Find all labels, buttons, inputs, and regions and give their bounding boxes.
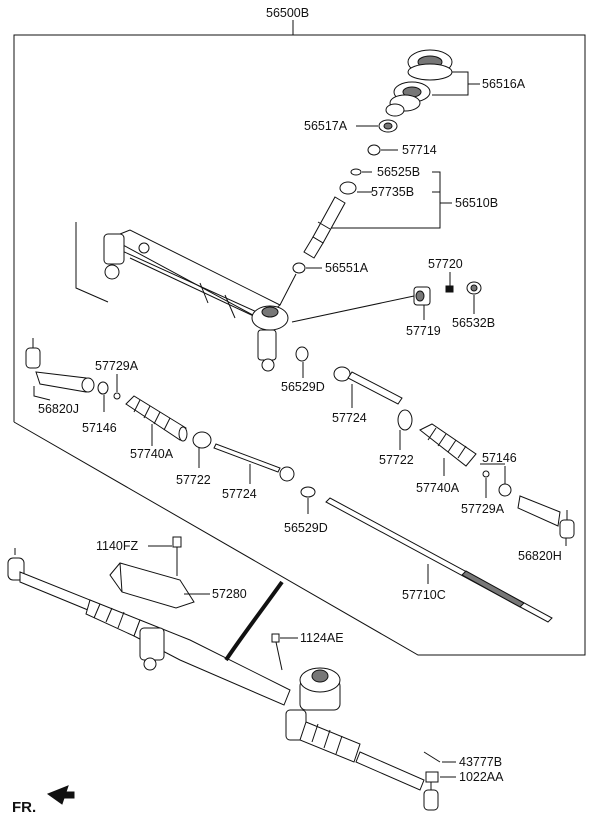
part-57729A-left-clip [113,392,121,400]
part-57720-screw [445,285,454,293]
part-57710C-rack-bar [325,497,553,623]
part-56532B-locknut [466,281,482,295]
part-57280-bracket [109,562,195,609]
part-57719-yoke [413,286,431,306]
label-57735B: 57735B [371,185,414,199]
part-56820H-tie-rod-end [517,495,575,539]
part-57740A-right-boot [419,423,477,467]
label-57729A-right: 57729A [461,502,505,516]
part-56525B-ring [350,168,362,176]
part-1140FZ-bolt [172,536,182,576]
part-57722-right-clamp [397,409,413,431]
exploded-view-frame [13,20,586,656]
label-57729A-left: 57729A [95,359,139,373]
part-lower-rack-assembly [7,548,439,811]
part-57714-nut [367,144,381,156]
label-57714: 57714 [402,143,437,157]
label-57722-right: 57722 [379,453,414,467]
part-1124AE-bolt [271,633,283,671]
front-direction-arrow-icon [46,785,75,805]
part-1022AA-nut [425,771,439,783]
label-57146-left: 57146 [82,421,117,435]
part-57724-upper-inner-tie-rod [333,366,403,405]
part-56529D-upper-ring [295,346,309,362]
label-57146-right: 57146 [482,451,517,465]
part-57729A-right-clip [482,470,490,478]
part-56517A-bushing [378,119,398,133]
part-57735B-bearing [339,181,357,195]
label-56529D-upper: 56529D [281,380,325,394]
label-57720: 57720 [428,257,463,271]
label-56532B: 56532B [452,316,495,330]
leader-56510B [330,171,441,229]
assembly-arrow [224,580,284,662]
label-57280: 57280 [212,587,247,601]
part-pinion-shaft [303,196,346,259]
part-rack-housing-upper [75,222,289,372]
part-56516A-seal-set [385,49,453,117]
label-56500B: 56500B [266,6,309,20]
part-57146-left-nut [97,381,109,395]
label-1022AA: 1022AA [459,770,504,784]
label-57724-upper: 57724 [332,411,367,425]
label-1124AE: 1124AE [300,631,344,645]
label-56525B: 56525B [377,165,420,179]
part-56551A-seal [292,262,306,274]
label-57740A-right: 57740A [416,481,460,495]
part-57724-lower-inner-tie-rod [213,443,295,482]
label-56820H: 56820H [518,549,562,563]
part-56529D-lower-ring [300,486,316,498]
label-56820J: 56820J [38,402,79,416]
part-56820J-tie-rod-end [25,338,95,393]
part-57146-right-nut [498,483,512,497]
label-1140FZ: 1140FZ [96,539,139,553]
label-56517A: 56517A [304,119,348,133]
label-57740A-left: 57740A [130,447,174,461]
label-57719: 57719 [406,324,441,338]
label-57710C: 57710C [402,588,446,602]
part-57722-left-clamp [192,431,212,449]
label-57722-left: 57722 [176,473,211,487]
label-56510B: 56510B [455,196,498,210]
label-56551A: 56551A [325,261,369,275]
label-56516A: 56516A [482,77,526,91]
label-43777B: 43777B [459,755,502,769]
label-56529D-lower: 56529D [284,521,328,535]
label-57724-lower: 57724 [222,487,257,501]
part-57740A-left-boot [125,395,188,442]
part-43777B-pin [423,751,441,763]
front-direction-label: FR. [12,799,36,816]
